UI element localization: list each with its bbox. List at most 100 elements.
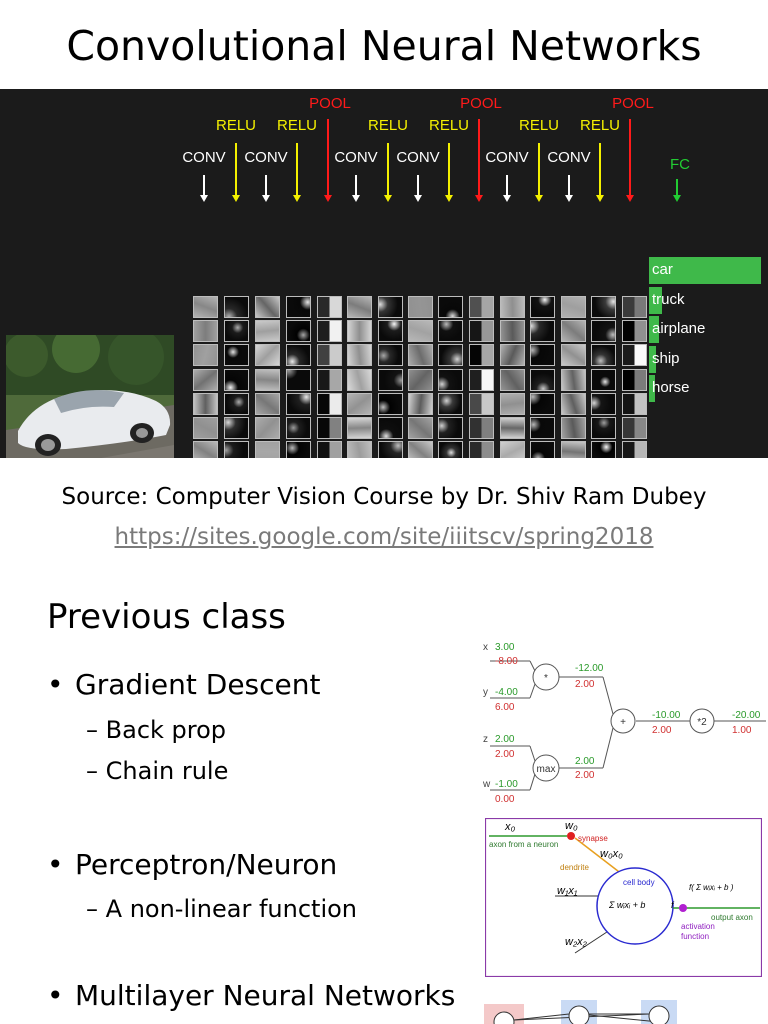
activation-column: [591, 296, 616, 458]
activation-map: [500, 441, 525, 458]
activation-map: [438, 417, 463, 439]
activation-column: [255, 296, 280, 458]
z-gradient: 2.00: [495, 749, 515, 760]
arrow-head: [414, 195, 422, 202]
activation-map: [469, 320, 494, 343]
relu-label: RELU: [428, 117, 470, 134]
neuron-figure: x₀ w₀ synapse axon from a neuron dendrit…: [485, 818, 762, 977]
conv-label: CONV: [334, 149, 378, 166]
activation-map: [193, 344, 218, 367]
activation-map: [224, 368, 249, 391]
activation-map: [224, 320, 249, 343]
activation-column: [193, 296, 218, 458]
z-label: z: [483, 734, 488, 745]
activation-map: [224, 344, 249, 367]
y-label: y: [483, 687, 488, 698]
conv-label: CONV: [396, 149, 440, 166]
sum-expression: Σ wᵢxᵢ + b: [608, 900, 645, 910]
activation-map: [622, 296, 647, 318]
output-axon-label: output axon: [711, 913, 753, 922]
activation-map: [286, 417, 311, 439]
mul-node: *: [544, 673, 548, 684]
activation-map: [530, 368, 555, 391]
activation-map: [438, 441, 463, 458]
activation-column: [408, 296, 433, 458]
class-label: ship: [652, 349, 680, 367]
x0-label: x₀: [504, 821, 516, 833]
activation-map: [347, 320, 372, 343]
activation-column: [347, 296, 372, 458]
activation-map: [622, 417, 647, 439]
section-heading: Previous class: [47, 597, 286, 637]
activation-map: [408, 417, 433, 439]
activation-map: [347, 344, 372, 367]
activation-map: [591, 368, 616, 391]
activation-map: [255, 392, 280, 415]
function-label: function: [681, 932, 709, 941]
relu-label: RELU: [518, 117, 560, 134]
add-out-value: -10.00: [652, 710, 681, 721]
arrow-head: [352, 195, 360, 202]
add-node: +: [620, 717, 626, 728]
activation-map: [469, 368, 494, 391]
dendrite-label: dendrite: [560, 863, 589, 872]
activation-map: [378, 320, 403, 343]
activation-map: [317, 320, 342, 343]
activation-column: [224, 296, 249, 458]
activation-column: [317, 296, 342, 458]
activation-map: [438, 296, 463, 318]
activation-map: [530, 320, 555, 343]
slide-title: Convolutional Neural Networks: [66, 22, 702, 70]
activation-map: [193, 392, 218, 415]
activation-map: [317, 368, 342, 391]
class-score-bar: [649, 345, 656, 373]
class-label: car: [652, 261, 673, 278]
activation-map: [255, 441, 280, 458]
arrow-head: [565, 195, 573, 202]
activation-map: [561, 392, 586, 415]
activation-column: [561, 296, 586, 458]
activation-map: [317, 296, 342, 318]
activation-map: [622, 344, 647, 367]
activation-map: [500, 320, 525, 343]
source-link[interactable]: https://sites.google.com/site/iiitscv/sp…: [114, 524, 654, 550]
activation-column: [286, 296, 311, 458]
activation-map: [408, 368, 433, 391]
class-score-bar: [649, 316, 660, 344]
activation-map: [530, 392, 555, 415]
activation-map: [622, 320, 647, 343]
activation-map: [500, 368, 525, 391]
fc-label: FC: [670, 156, 690, 173]
mul-out-gradient: 2.00: [575, 679, 595, 690]
activation-expression: f( Σ wᵢxᵢ + b ): [689, 883, 734, 892]
w0-label: w₀: [565, 820, 578, 832]
activation-column: [378, 296, 403, 458]
activation-map: [378, 296, 403, 318]
activation-map: [561, 344, 586, 367]
activation-map: [561, 320, 586, 343]
relu-label: RELU: [215, 117, 257, 134]
arrow-head: [324, 195, 332, 202]
activation-map: [530, 417, 555, 439]
activation-map: [317, 417, 342, 439]
activation-map: [286, 320, 311, 343]
activation-map: [286, 368, 311, 391]
activation-map: [438, 344, 463, 367]
sub-bullet: – Chain rule: [86, 757, 229, 785]
conv-label: CONV: [485, 149, 529, 166]
activation-map: [469, 296, 494, 318]
arrow-head: [503, 195, 511, 202]
relu-label: RELU: [367, 117, 409, 134]
activation-map: [317, 392, 342, 415]
activation-map: [255, 320, 280, 343]
class-label: truck: [652, 290, 685, 308]
activation-map: [347, 296, 372, 318]
cell-body-label: cell body: [623, 878, 655, 887]
class-label: airplane: [652, 320, 706, 338]
add-out-gradient: 2.00: [652, 725, 672, 736]
x-label: x: [483, 642, 488, 653]
activation-map: [317, 441, 342, 458]
y-gradient: 6.00: [495, 702, 515, 713]
activation-map: [561, 441, 586, 458]
max-out-gradient: 2.00: [575, 770, 595, 781]
